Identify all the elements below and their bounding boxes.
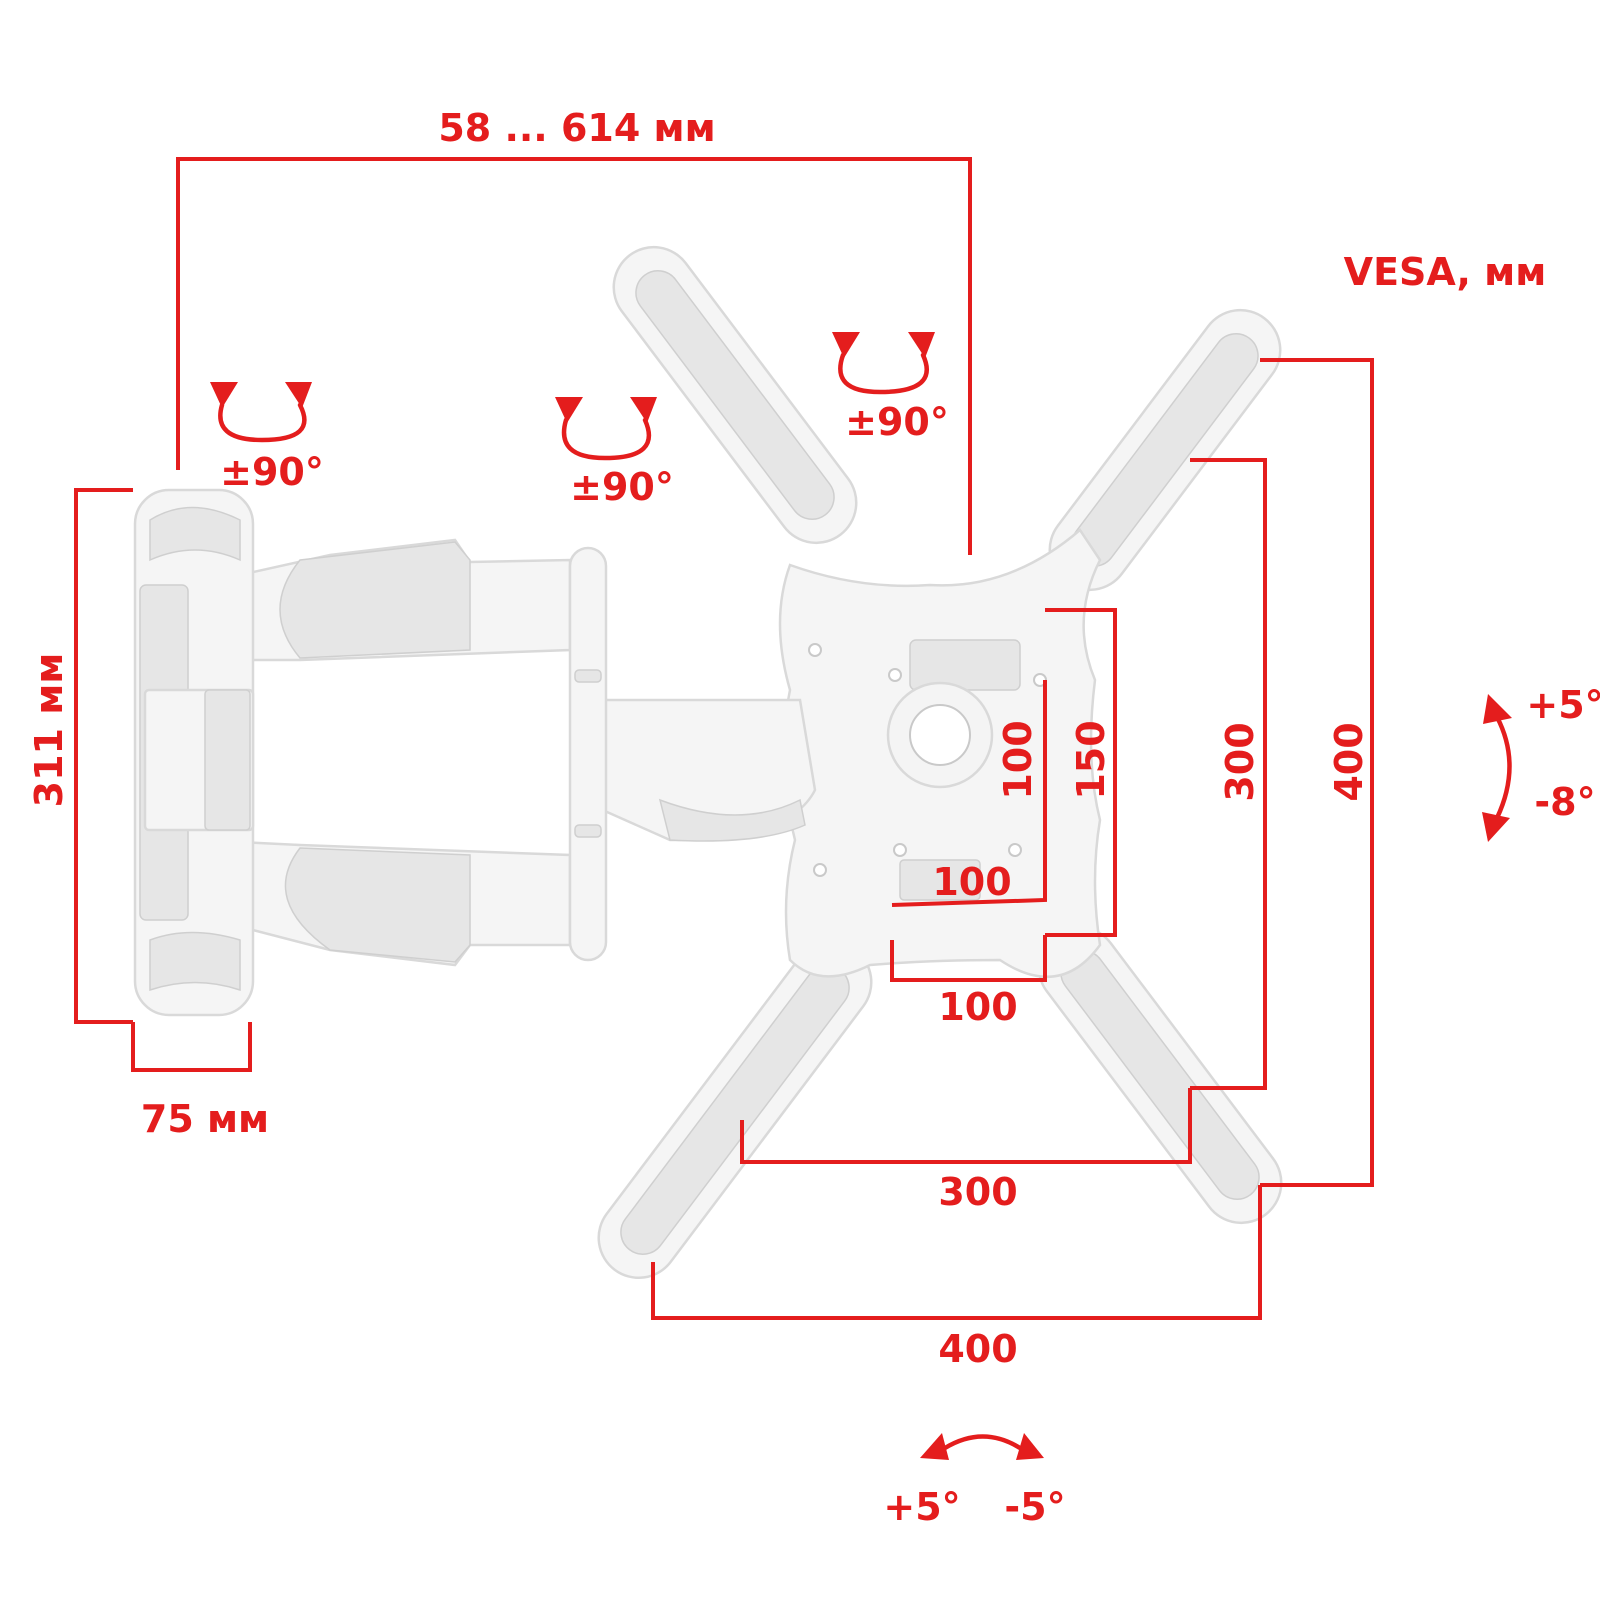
tilt-up-label: +5° [1526,683,1600,727]
dim-vesa-400-h-line [651,1185,1262,1320]
dim-vesa-300-v-line [1190,458,1267,1090]
swivel-3-label: ±90° [845,400,949,444]
dim-vesa-300-h-line [740,1088,1192,1164]
swivel-2-label: ±90° [570,465,674,509]
level-left-label: +5° [883,1485,960,1529]
arm-reach-label: 58 ... 614 мм [438,106,715,150]
vesa-300-h-label: 300 [938,1170,1017,1214]
dim-vesa-400-v-line [1260,358,1374,1187]
vesa-150-v-label: 150 [1069,720,1113,799]
swivel-arrow-2 [555,397,657,461]
dim-wall-depth-line [131,1022,252,1072]
dim-vesa-100-v-line [891,680,1047,907]
arm-bottom-left [597,940,873,1280]
vesa-100-v-label: 100 [996,720,1040,799]
vesa-title-label: VESA, мм [1344,250,1547,294]
dim-arm-reach-line [176,157,972,555]
wall-height-label: 311 мм [27,653,71,808]
arm-top-left [612,245,858,545]
labels: 58 ... 614 мм VESA, мм 311 мм 75 мм ±90°… [27,106,1600,1529]
vesa-center-plate [778,528,1102,979]
level-arrow-horizontal [920,1433,1044,1460]
dim-vesa-100-h-line [890,935,1047,982]
vesa-100-h-inner-label: 100 [932,860,1011,904]
dimension-annotations [74,157,1512,1460]
tv-bracket-illustration [133,245,1283,1280]
wall-plate [133,488,255,1017]
arm-top-right [1048,308,1282,592]
dim-wall-height-line [74,488,133,1024]
vesa-300-v-label: 300 [1218,722,1262,801]
level-right-label: -5° [1004,1485,1065,1529]
dim-vesa-150-line [1045,608,1117,937]
vesa-400-v-label: 400 [1327,722,1371,801]
swivel-arrow-1 [210,382,312,443]
swivel-arrow-3 [832,332,935,395]
swivel-1-label: ±90° [220,450,324,494]
wall-depth-label: 75 мм [141,1097,269,1141]
articulating-arm [193,538,817,967]
vesa-400-h-label: 400 [938,1327,1017,1371]
tilt-down-label: -8° [1534,780,1595,824]
vesa-100-h-label: 100 [938,985,1017,1029]
tilt-arrow-vertical [1482,694,1512,842]
